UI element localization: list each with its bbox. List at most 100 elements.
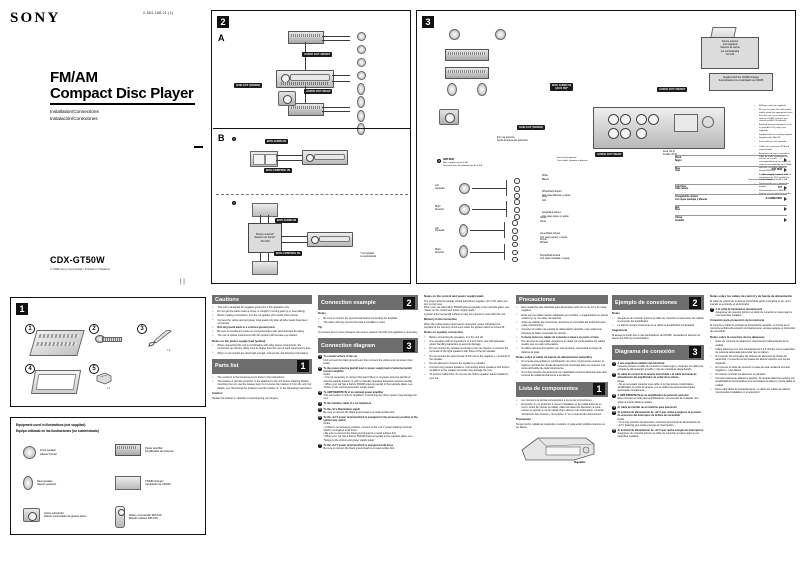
lead-name-en: Orange/white striped — [675, 196, 698, 199]
diagrama-item-title: Al terminal de alimentación de +12 V que… — [617, 428, 704, 432]
diagram-item: 5 To the car's illumination signal Be su… — [318, 407, 418, 415]
wire-color-en: Purple — [540, 238, 547, 241]
speaker-icon-front — [459, 203, 470, 215]
diagrama-heading-bar: Diagrama de conexión 3 — [612, 344, 704, 360]
label-bus-audio-in-p3: BUS AUDIO IN (AUX IN)* — [550, 82, 574, 92]
amp-rem-note: Max. supply current 0.3 A Corriente máx.… — [443, 161, 482, 167]
diagram-item-title: To a metal surface of the car — [323, 355, 358, 359]
diagrama-item-title: Al terminal de alimentación de +12 V que… — [617, 411, 702, 418]
connection-note: The alarm will only sound if the built-i… — [318, 321, 418, 325]
label-audio-out-front-p3: AUDIO OUT FRONT — [657, 86, 688, 92]
diagrama-item-num: 1 — [612, 360, 616, 366]
lead-name-es: Azul — [675, 170, 680, 173]
note-item: Suministrado con el XA-C30 — [754, 190, 793, 193]
panel-2-footnote: * not supplied no suministrado — [360, 253, 377, 258]
source-selector-box: Source selector* Selector de fuente* XA-… — [248, 223, 282, 253]
cautions-heading-bar: Cautions — [212, 295, 312, 305]
diagrama-item: 6 Al terminal de alimentación de +12 V q… — [612, 428, 704, 439]
wire-color-en: Gray — [542, 196, 547, 199]
subtitle-es: Instalación/Conexiones — [50, 116, 98, 122]
speaker-row: Right Derecha Purple Morado Purple/black… — [435, 239, 665, 263]
equipment-label-en: CD/MD changer — [145, 479, 164, 483]
diagrama-item: 5 Al terminal de alimentación de +12 V q… — [612, 411, 704, 427]
diagrama-item: 2 Al cable de control de la antena motor… — [612, 372, 704, 393]
amp-rem-label: AMP REM — [443, 159, 454, 161]
altavoz-note-item: Utilice altavoces con una impedancia de … — [710, 347, 796, 355]
wire-stripe-en: Purple/black striped — [540, 254, 561, 257]
note-item: Suministrado con el adaptador auxiliar — [754, 183, 793, 189]
cover-title-block: FM/AM Compact Disc Player Installation/C… — [50, 70, 195, 123]
speaker-note-item: Use speakers with an impedance of 4 to 8… — [424, 340, 510, 347]
rotary-commander-icon — [115, 506, 125, 528]
protector-icon — [95, 372, 113, 386]
diagram-item-num: 2 — [318, 365, 322, 371]
mounting-bracket-icon — [29, 330, 85, 356]
rear-speaker-2 — [357, 96, 365, 108]
control-power-notes-text: The power antenna (aerial) control lead … — [424, 299, 510, 316]
wire-stripe-en: Green/black striped — [540, 233, 560, 236]
equipment-box: Equipment used in illustrations (not sup… — [10, 417, 206, 535]
wire-stripe-es: Con rayas blancas y negras — [542, 194, 571, 197]
part-number: 2-663-188-21 (1) — [143, 11, 174, 15]
diagram-item-num: 4 — [318, 401, 322, 407]
note-item: Cable con conectores RCA (no suministrad… — [754, 146, 793, 152]
cover-panel: SONY 2-663-188-21 (1) FM/AM Compact Disc… — [0, 0, 205, 288]
equipment-label-es: Altavoz frontal — [40, 452, 57, 456]
speaker-pos-en: Left — [435, 185, 439, 188]
lead-name-es: Rojo — [675, 209, 681, 212]
connection-note: Be sure to connect the ground lead befor… — [318, 317, 418, 321]
parts-caution-title: Caution — [212, 390, 223, 395]
note-item: Be sure to match the color-coded and/or … — [754, 109, 793, 123]
precauciones-heading-bar: Precauciones — [516, 295, 608, 305]
main-unit-b1 — [302, 150, 348, 165]
p3-main-unit-rear — [593, 107, 725, 149]
antenna-note: from car antenna desde la antena del aut… — [497, 137, 528, 142]
speaker-round-icon — [23, 446, 36, 459]
diagram-item-num: 3 — [318, 390, 322, 395]
equipment-label-es: Altavoz posterior — [37, 483, 57, 486]
title-rule — [50, 103, 195, 106]
title-line-2: Compact Disc Player — [50, 84, 194, 102]
lead-fn: ILLUMINATION — [765, 197, 782, 200]
altavoz-note-item: Antes de conectar los altavoces, descone… — [710, 340, 796, 347]
ejemplo-heading: Ejemplo de conexiones — [615, 299, 678, 306]
connection-example-heading: Connection example — [321, 299, 376, 306]
altavoz-note-item: No intente conectar los altavoces en par… — [710, 373, 796, 377]
diagrama-item: 7 A la señal de iluminación del automóvi… — [710, 307, 796, 318]
equipment-label-es: Altavoz potenciador de graves activo — [44, 515, 87, 518]
power-amplifier-rear — [288, 103, 324, 116]
connection-example-heading-bar: Connection example 2 — [318, 295, 418, 311]
section-b-item-2: 2 — [232, 201, 236, 205]
diagram-item-text: Notes • If there is no accessory positio… — [323, 422, 413, 442]
memory-hold-text: When the yellow power input lead is conn… — [424, 322, 505, 329]
changer-icon — [115, 476, 141, 490]
speaker-wiring-table: Left Izquierda White Blanco White/black … — [435, 175, 665, 264]
regulator-figure: Regulador — [516, 432, 602, 466]
parts-list-item: The bracket ① and the protector ② are at… — [212, 380, 312, 390]
wire-stripe-en: White/black striped — [542, 191, 562, 193]
diagrama-item: 1 A una superficie metálica del automóvi… — [612, 360, 704, 372]
active-subwoofer-a — [278, 91, 296, 106]
label-audio-out-rear-a: AUDIO OUT REAR — [304, 88, 333, 94]
title-line-1: FM/AM — [50, 69, 98, 86]
ejemplo-notas-title: Notas — [612, 311, 620, 316]
diagram-item: 4 To the interface cable of a car teleph… — [318, 401, 418, 407]
parts-caution-text: Handle the bracket ① carefully to avoid … — [212, 396, 279, 400]
lista-panel-ref: 1 — [593, 383, 605, 396]
column-cautions: Cautions This unit is designed for negat… — [212, 295, 312, 401]
connection-diagram-panel-ref: 3 — [403, 339, 415, 352]
diagrama-item: 4 Al cable de interfaz de un teléfono pa… — [612, 405, 704, 410]
part-ref-5: 5 — [89, 364, 99, 374]
diagrama-item-title: Al cable de control de la antena motoriz… — [617, 373, 697, 380]
altavoz-note-item: Conecte solamente altavoces pasivos. Si … — [710, 377, 796, 387]
parts-list-heading: Parts list — [215, 363, 239, 370]
altavoz-note-item: No conecte los terminales del sistema de… — [710, 355, 796, 365]
equipment-label-en: Front speaker — [40, 449, 57, 452]
diagram-item: 2 To the power antenna (aerial) lead or … — [318, 365, 418, 390]
caution-item: Run all ground leads to a common ground … — [212, 326, 312, 330]
speaker-note-item: Connect only passive speakers. Connectin… — [424, 366, 510, 373]
diagram-item: 3 To AMP REMOTE IN of an optional power … — [318, 390, 418, 401]
front-speaker-4 — [357, 71, 366, 80]
note-item: RCA pin cord (not supplied) — [754, 105, 793, 108]
lista-heading-bar: Lista de componentes 1 — [516, 381, 608, 397]
